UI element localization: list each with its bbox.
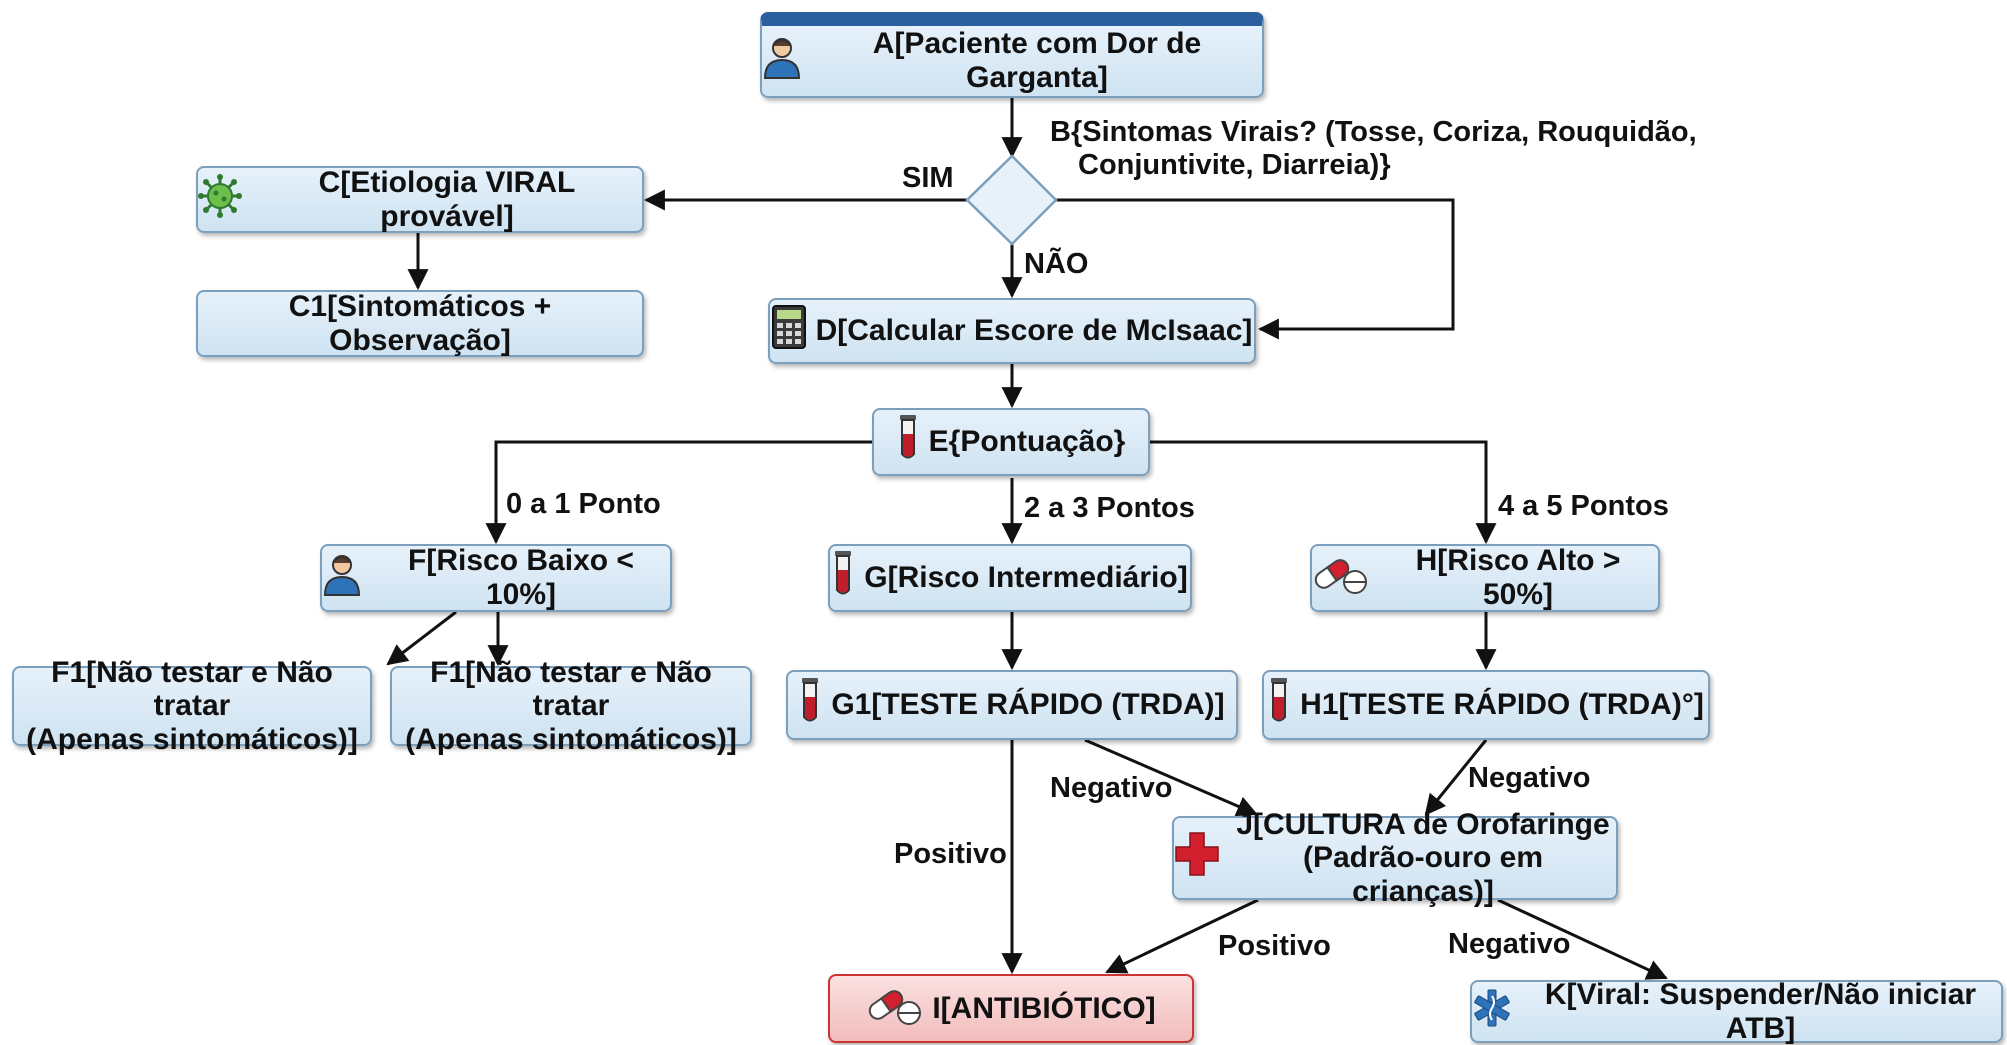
node-j-line1: J[CULTURA de Orofaringe bbox=[1236, 807, 1610, 841]
node-f1a-line1: F1[Não testar e Não tratar bbox=[51, 655, 333, 723]
node-g1-label: G1[TESTE RÁPIDO (TRDA)] bbox=[831, 688, 1225, 722]
edge-label-j-i-positivo: Positivo bbox=[1218, 930, 1331, 962]
calculator-icon bbox=[771, 305, 806, 357]
node-h1-rapid-test: H1[TESTE RÁPIDO (TRDA)°] bbox=[1262, 670, 1710, 740]
test-tube-icon bbox=[1268, 677, 1290, 733]
node-c-viral-etiology: C[Etiologia VIRAL provável] bbox=[196, 166, 644, 233]
patient-icon bbox=[322, 552, 362, 604]
edge-j-i-positivo bbox=[1105, 898, 1259, 974]
node-h1-label: H1[TESTE RÁPIDO (TRDA)°] bbox=[1300, 688, 1704, 722]
node-b-question: B{Sintomas Virais? (Tosse, Coriza, Rouqu… bbox=[1050, 116, 1697, 183]
edge-b-d-loop bbox=[1056, 198, 1455, 340]
node-f1-no-test-left: F1[Não testar e Não tratar (Apenas sinto… bbox=[12, 656, 372, 756]
edge-h1-j-negativo bbox=[1424, 739, 1488, 816]
edge-f-f1a bbox=[386, 610, 457, 666]
node-f1a-line2: (Apenas sintomáticos)] bbox=[26, 722, 358, 756]
node-g1-rapid-test: G1[TESTE RÁPIDO (TRDA)] bbox=[786, 670, 1238, 740]
edge-label-0-1-ponto: 0 a 1 Ponto bbox=[506, 488, 661, 520]
edge-e-h bbox=[1150, 440, 1497, 545]
node-h-label: H[Risco Alto > 50%] bbox=[1415, 544, 1621, 611]
edge-label-j-k-negativo: Negativo bbox=[1448, 928, 1571, 960]
node-i-antibiotic: I[ANTIBIÓTICO] bbox=[828, 974, 1194, 1043]
node-b-line2: Conjuntivite, Diarreia)} bbox=[1078, 149, 1391, 182]
node-e-label: E{Pontuação} bbox=[928, 425, 1126, 459]
node-f1b-line1: F1[Não testar e Não tratar bbox=[430, 655, 712, 723]
node-f-low-risk: F[Risco Baixo < 10%] bbox=[320, 544, 672, 612]
edge-label-h1-j-negativo: Negativo bbox=[1468, 762, 1591, 794]
node-e-score: E{Pontuação} bbox=[872, 408, 1150, 476]
edge-label-4-5-pontos: 4 a 5 Pontos bbox=[1498, 490, 1669, 522]
star-of-life-icon bbox=[1472, 988, 1512, 1036]
node-d-label: D[Calcular Escore de McIsaac] bbox=[815, 314, 1253, 348]
patient-icon bbox=[762, 35, 802, 87]
node-h-high-risk: H[Risco Alto > 50%] bbox=[1310, 544, 1660, 612]
edge-j-k-negativo bbox=[1497, 898, 1668, 980]
node-a-patient: A[Paciente com Dor de Garganta] bbox=[760, 12, 1264, 98]
test-tube-icon bbox=[799, 677, 821, 733]
node-k-viral-stop-antibiotic: K[Viral: Suspender/Não iniciar ATB] bbox=[1470, 977, 2003, 1045]
node-f-label: F[Risco Baixo < 10%] bbox=[408, 544, 634, 611]
node-g-label: G[Risco Intermediário] bbox=[864, 561, 1188, 595]
node-c1-symptomatic-observation: C1[Sintomáticos + Observação] bbox=[196, 290, 644, 357]
node-d-mcisaac-score: D[Calcular Escore de McIsaac] bbox=[768, 298, 1256, 364]
node-a-label: A[Paciente com Dor de Garganta] bbox=[872, 27, 1202, 94]
pill-capsule-icon bbox=[1312, 552, 1368, 604]
node-j-throat-culture: J[CULTURA de Orofaringe (Padrão-ouro em … bbox=[1172, 808, 1618, 908]
test-tube-icon bbox=[897, 414, 919, 470]
node-f1b-line2: (Apenas sintomáticos)] bbox=[405, 722, 737, 756]
node-f1-no-test-right: F1[Não testar e Não tratar (Apenas sinto… bbox=[390, 656, 752, 756]
decision-diamond-b bbox=[965, 154, 1058, 246]
node-c1-label: C1[Sintomáticos + Observação] bbox=[288, 289, 552, 357]
node-c-label: C[Etiologia VIRAL provável] bbox=[318, 165, 576, 233]
node-b-line1: B{Sintomas Virais? (Tosse, Coriza, Rouqu… bbox=[1050, 116, 1697, 148]
node-j-text: J[CULTURA de Orofaringe (Padrão-ouro em … bbox=[1230, 808, 1616, 909]
node-i-label: I[ANTIBIÓTICO] bbox=[932, 991, 1156, 1025]
pill-capsule-icon bbox=[866, 983, 922, 1035]
edge-g1-j-negativo bbox=[1084, 738, 1258, 817]
test-tube-icon bbox=[832, 550, 854, 606]
node-k-label: K[Viral: Suspender/Não iniciar ATB] bbox=[1544, 977, 1977, 1045]
edge-label-nao: NÃO bbox=[1024, 248, 1089, 280]
edge-e-f bbox=[485, 440, 872, 545]
edge-label-2-3-pontos: 2 a 3 Pontos bbox=[1024, 492, 1195, 524]
red-cross-icon bbox=[1174, 831, 1220, 885]
edge-label-sim: SIM bbox=[902, 162, 954, 194]
node-g-intermediate-risk: G[Risco Intermediário] bbox=[828, 544, 1192, 612]
virus-icon bbox=[198, 173, 242, 226]
node-j-line2: (Padrão-ouro em crianças)] bbox=[1302, 841, 1544, 908]
edge-label-g1-i-positivo: Positivo bbox=[894, 838, 1007, 870]
edge-label-g1-j-negativo: Negativo bbox=[1050, 772, 1173, 804]
